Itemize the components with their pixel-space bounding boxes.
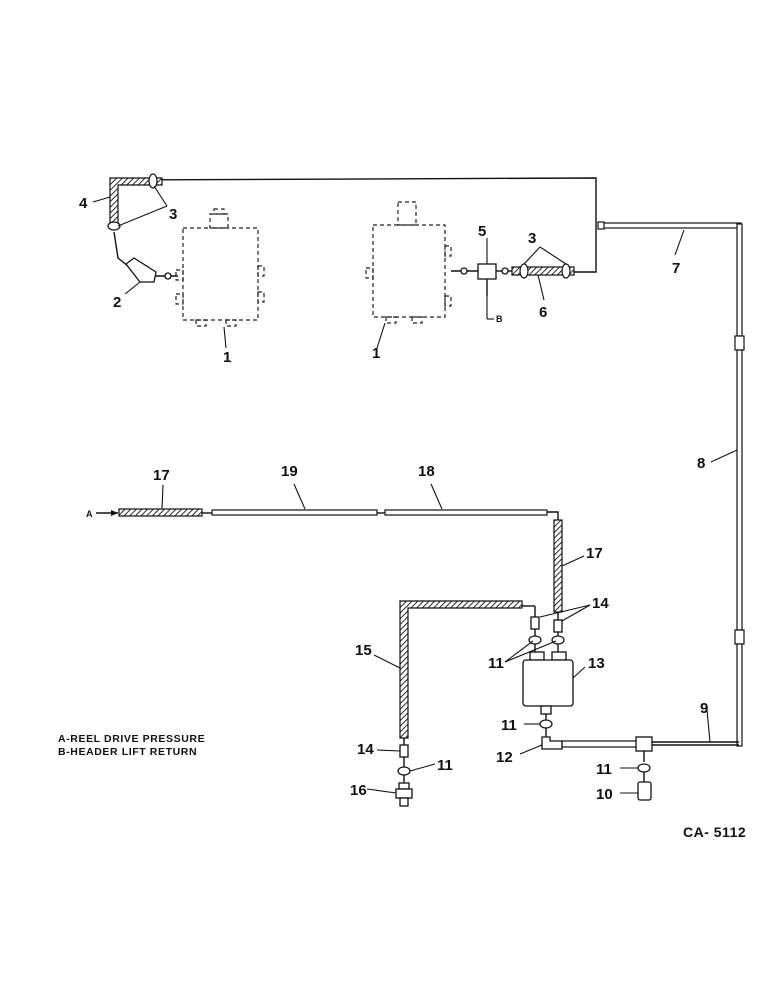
callout-19: 19 xyxy=(281,463,298,480)
callout-13: 13 xyxy=(588,655,605,672)
callout-4: 4 xyxy=(79,195,88,212)
tee-lower xyxy=(635,736,653,752)
hose-6 xyxy=(511,266,575,276)
elbow-12 xyxy=(541,736,563,750)
callout-labels: 4 3 2 1 1 5 3 6 B 7 8 9 17 19 18 A 17 14… xyxy=(79,195,708,803)
tube-19 xyxy=(211,509,378,516)
plug-10 xyxy=(637,781,652,801)
oring-11-lower xyxy=(397,766,411,776)
pressure-line xyxy=(561,221,745,801)
leader-lines xyxy=(92,185,738,794)
oring-11-tee xyxy=(637,763,651,773)
callout-18: 18 xyxy=(418,463,435,480)
callout-2: 2 xyxy=(113,294,121,311)
hose-17-right xyxy=(553,519,563,613)
callout-11-lower: 11 xyxy=(437,757,453,774)
oring-11-b xyxy=(551,635,565,645)
callout-17-right: 17 xyxy=(586,545,603,562)
tube-18 xyxy=(384,509,548,516)
callout-14-lower: 14 xyxy=(357,741,374,758)
callout-16: 16 xyxy=(350,782,367,799)
callout-9: 9 xyxy=(700,700,708,717)
tee-5 xyxy=(477,263,497,296)
legend-line-a: A-REEL DRIVE PRESSURE xyxy=(58,733,206,745)
oring-11-motor xyxy=(539,719,553,729)
callout-11-tee: 11 xyxy=(596,761,612,778)
callout-6: 6 xyxy=(539,304,547,321)
fitting-14-b xyxy=(553,619,563,633)
tube-9 xyxy=(736,643,743,747)
clamp-3-lower xyxy=(107,221,121,231)
callout-1-right: 1 xyxy=(372,345,380,362)
callout-12: 12 xyxy=(496,749,513,766)
clamp-3-upper xyxy=(148,173,158,189)
tube-7 xyxy=(602,222,742,229)
callout-1-left: 1 xyxy=(223,349,231,366)
legend: A-REEL DRIVE PRESSURE B-HEADER LIFT RETU… xyxy=(58,733,205,759)
callout-7: 7 xyxy=(672,260,680,277)
callout-15: 15 xyxy=(355,642,372,659)
hose-17-left xyxy=(118,508,203,517)
callout-8: 8 xyxy=(697,455,705,472)
top-return-line xyxy=(114,177,597,273)
coupler-16 xyxy=(395,782,413,807)
drawing-code: CA- 5112 xyxy=(683,824,747,840)
callout-3-right: 3 xyxy=(528,230,536,247)
legend-line-b: B-HEADER LIFT RETURN xyxy=(58,746,198,758)
motor-13 xyxy=(522,651,574,715)
valve-body-1-right xyxy=(365,201,452,324)
callout-10: 10 xyxy=(596,786,613,803)
label-b: B xyxy=(496,314,503,324)
clamp-3-right-b xyxy=(561,263,571,279)
top-circuit xyxy=(107,173,597,327)
callout-5: 5 xyxy=(478,223,486,240)
elbow-2 xyxy=(125,257,157,283)
callout-17-left: 17 xyxy=(153,467,170,484)
callout-3-left: 3 xyxy=(169,206,177,223)
fitting-14-lower xyxy=(399,744,409,758)
label-a: A xyxy=(86,509,93,519)
line-4-to-2 xyxy=(113,231,129,267)
callout-11-motor: 11 xyxy=(501,717,517,734)
fitting-14-a xyxy=(530,616,540,630)
valve-body-1-left xyxy=(175,208,265,327)
hose-15 xyxy=(399,600,523,739)
callout-14-upper: 14 xyxy=(592,595,609,612)
tube-8 xyxy=(736,349,743,631)
callout-11-upper: 11 xyxy=(488,655,504,672)
clamp-3-right-a xyxy=(519,263,529,279)
